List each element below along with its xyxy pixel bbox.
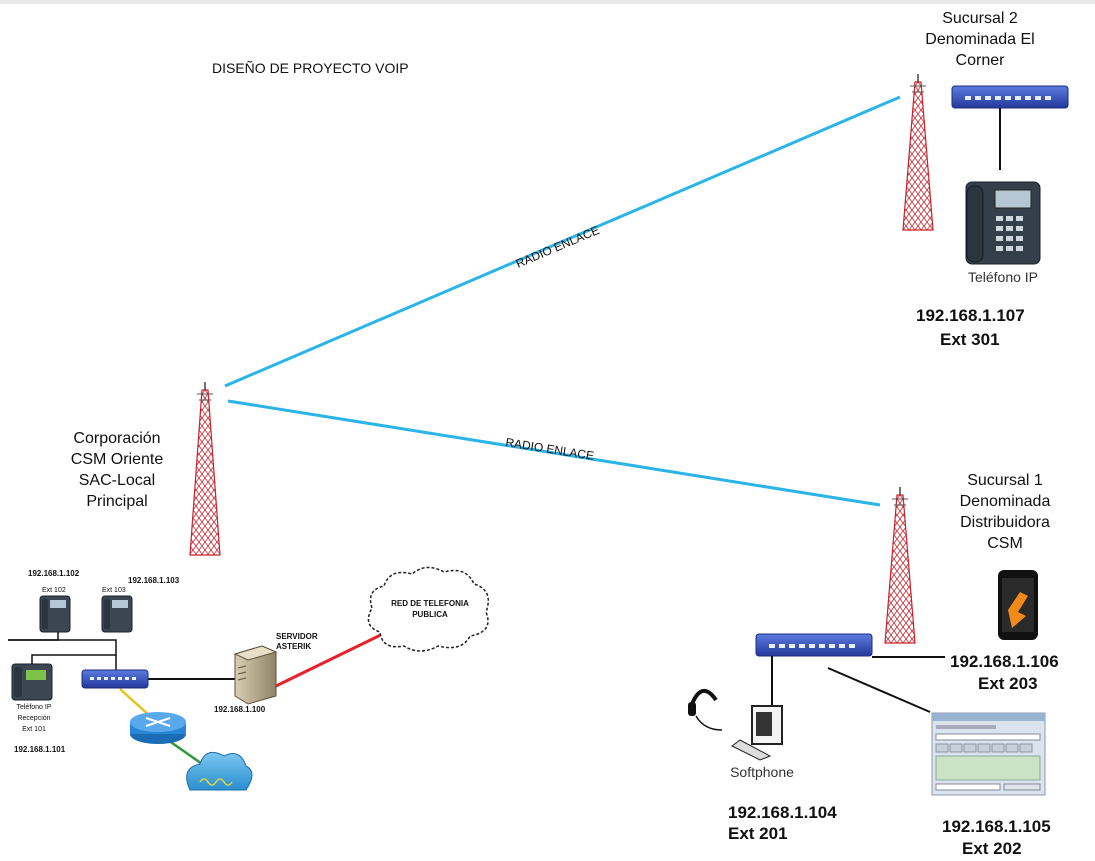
branch1-label: Sucursal 1 Denominada Distribuidora CSM bbox=[959, 472, 1051, 552]
server-ip: 192.168.1.100 bbox=[214, 705, 266, 714]
branch2-ext: Ext 301 bbox=[940, 330, 1000, 349]
cable-phones-to-switch bbox=[8, 639, 117, 672]
switch-icon-branch2 bbox=[951, 85, 1069, 109]
server-label: SERVIDOR ASTERIK bbox=[276, 632, 318, 651]
cable-phone102-to-switch bbox=[8, 632, 59, 641]
radio-link-label-2: RADIO ENLACE bbox=[505, 435, 595, 463]
branch2-label: Sucursal 2 Denominada El Corner bbox=[925, 10, 1035, 69]
headset-icon bbox=[688, 689, 723, 731]
softphone-app-ip: 192.168.1.105 bbox=[942, 817, 1051, 836]
softphone-app-window-icon bbox=[931, 712, 1046, 796]
cable-reception-to-switch bbox=[31, 654, 116, 664]
cable-switch-to-router bbox=[119, 688, 151, 717]
pstn-cloud-icon bbox=[367, 566, 489, 652]
switch-icon-main bbox=[81, 669, 149, 689]
radio-link-label-1: RADIO ENLACE bbox=[514, 223, 602, 271]
softphone-label: Softphone bbox=[730, 764, 794, 780]
branch2-ip: 192.168.1.107 bbox=[916, 306, 1025, 325]
phone-ext103-ip: 192.168.1.103 bbox=[128, 576, 180, 585]
radio-link-main-to-branch2 bbox=[224, 95, 901, 388]
softphone-app-ext: Ext 202 bbox=[962, 839, 1022, 858]
pstn-label: RED DE TELEFONIA PUBLICA bbox=[391, 599, 469, 619]
ip-phone-icon-ext103 bbox=[101, 595, 133, 633]
tower-icon-main bbox=[189, 382, 221, 556]
tower-icon-branch1 bbox=[884, 487, 916, 644]
softphone-ext: Ext 201 bbox=[728, 824, 788, 843]
reception-phone-label: Teléfono IP Recepción Ext 101 bbox=[16, 704, 52, 733]
branch2-device-label: Teléfono IP bbox=[967, 269, 1039, 285]
softphone-ip: 192.168.1.104 bbox=[728, 803, 837, 822]
ip-phone-icon-branch2 bbox=[965, 181, 1041, 265]
phone-ext102-ip: 192.168.1.102 bbox=[28, 569, 80, 578]
router-icon bbox=[130, 712, 186, 744]
wan-cloud-icon bbox=[186, 751, 253, 791]
ip-phone-icon-ext101 bbox=[11, 663, 53, 701]
phone-ext102-ext: Ext 102 bbox=[42, 587, 66, 594]
diagram-title: DISEÑO DE PROYECTO VOIP bbox=[212, 60, 409, 76]
main-site-label: Corporación CSM Oriente SAC-Local Princi… bbox=[70, 430, 164, 510]
tower-icon-branch2 bbox=[902, 74, 934, 231]
mobile-phone-icon bbox=[998, 570, 1038, 640]
reception-phone-ip: 192.168.1.101 bbox=[14, 745, 66, 754]
switch-icon-branch1 bbox=[755, 633, 873, 657]
mobile-ext: Ext 203 bbox=[978, 674, 1038, 693]
radio-link-main-to-branch1 bbox=[227, 399, 881, 507]
phone-ext103-ext: Ext 103 bbox=[102, 587, 126, 594]
mobile-ip: 192.168.1.106 bbox=[950, 652, 1059, 671]
ip-phone-icon-ext102 bbox=[39, 595, 71, 633]
cable-switch-to-softphone-app bbox=[827, 667, 931, 713]
cable-server-to-pstn bbox=[275, 626, 396, 688]
top-border bbox=[0, 0, 1095, 4]
computer-icon bbox=[731, 705, 783, 761]
server-icon bbox=[233, 645, 278, 705]
